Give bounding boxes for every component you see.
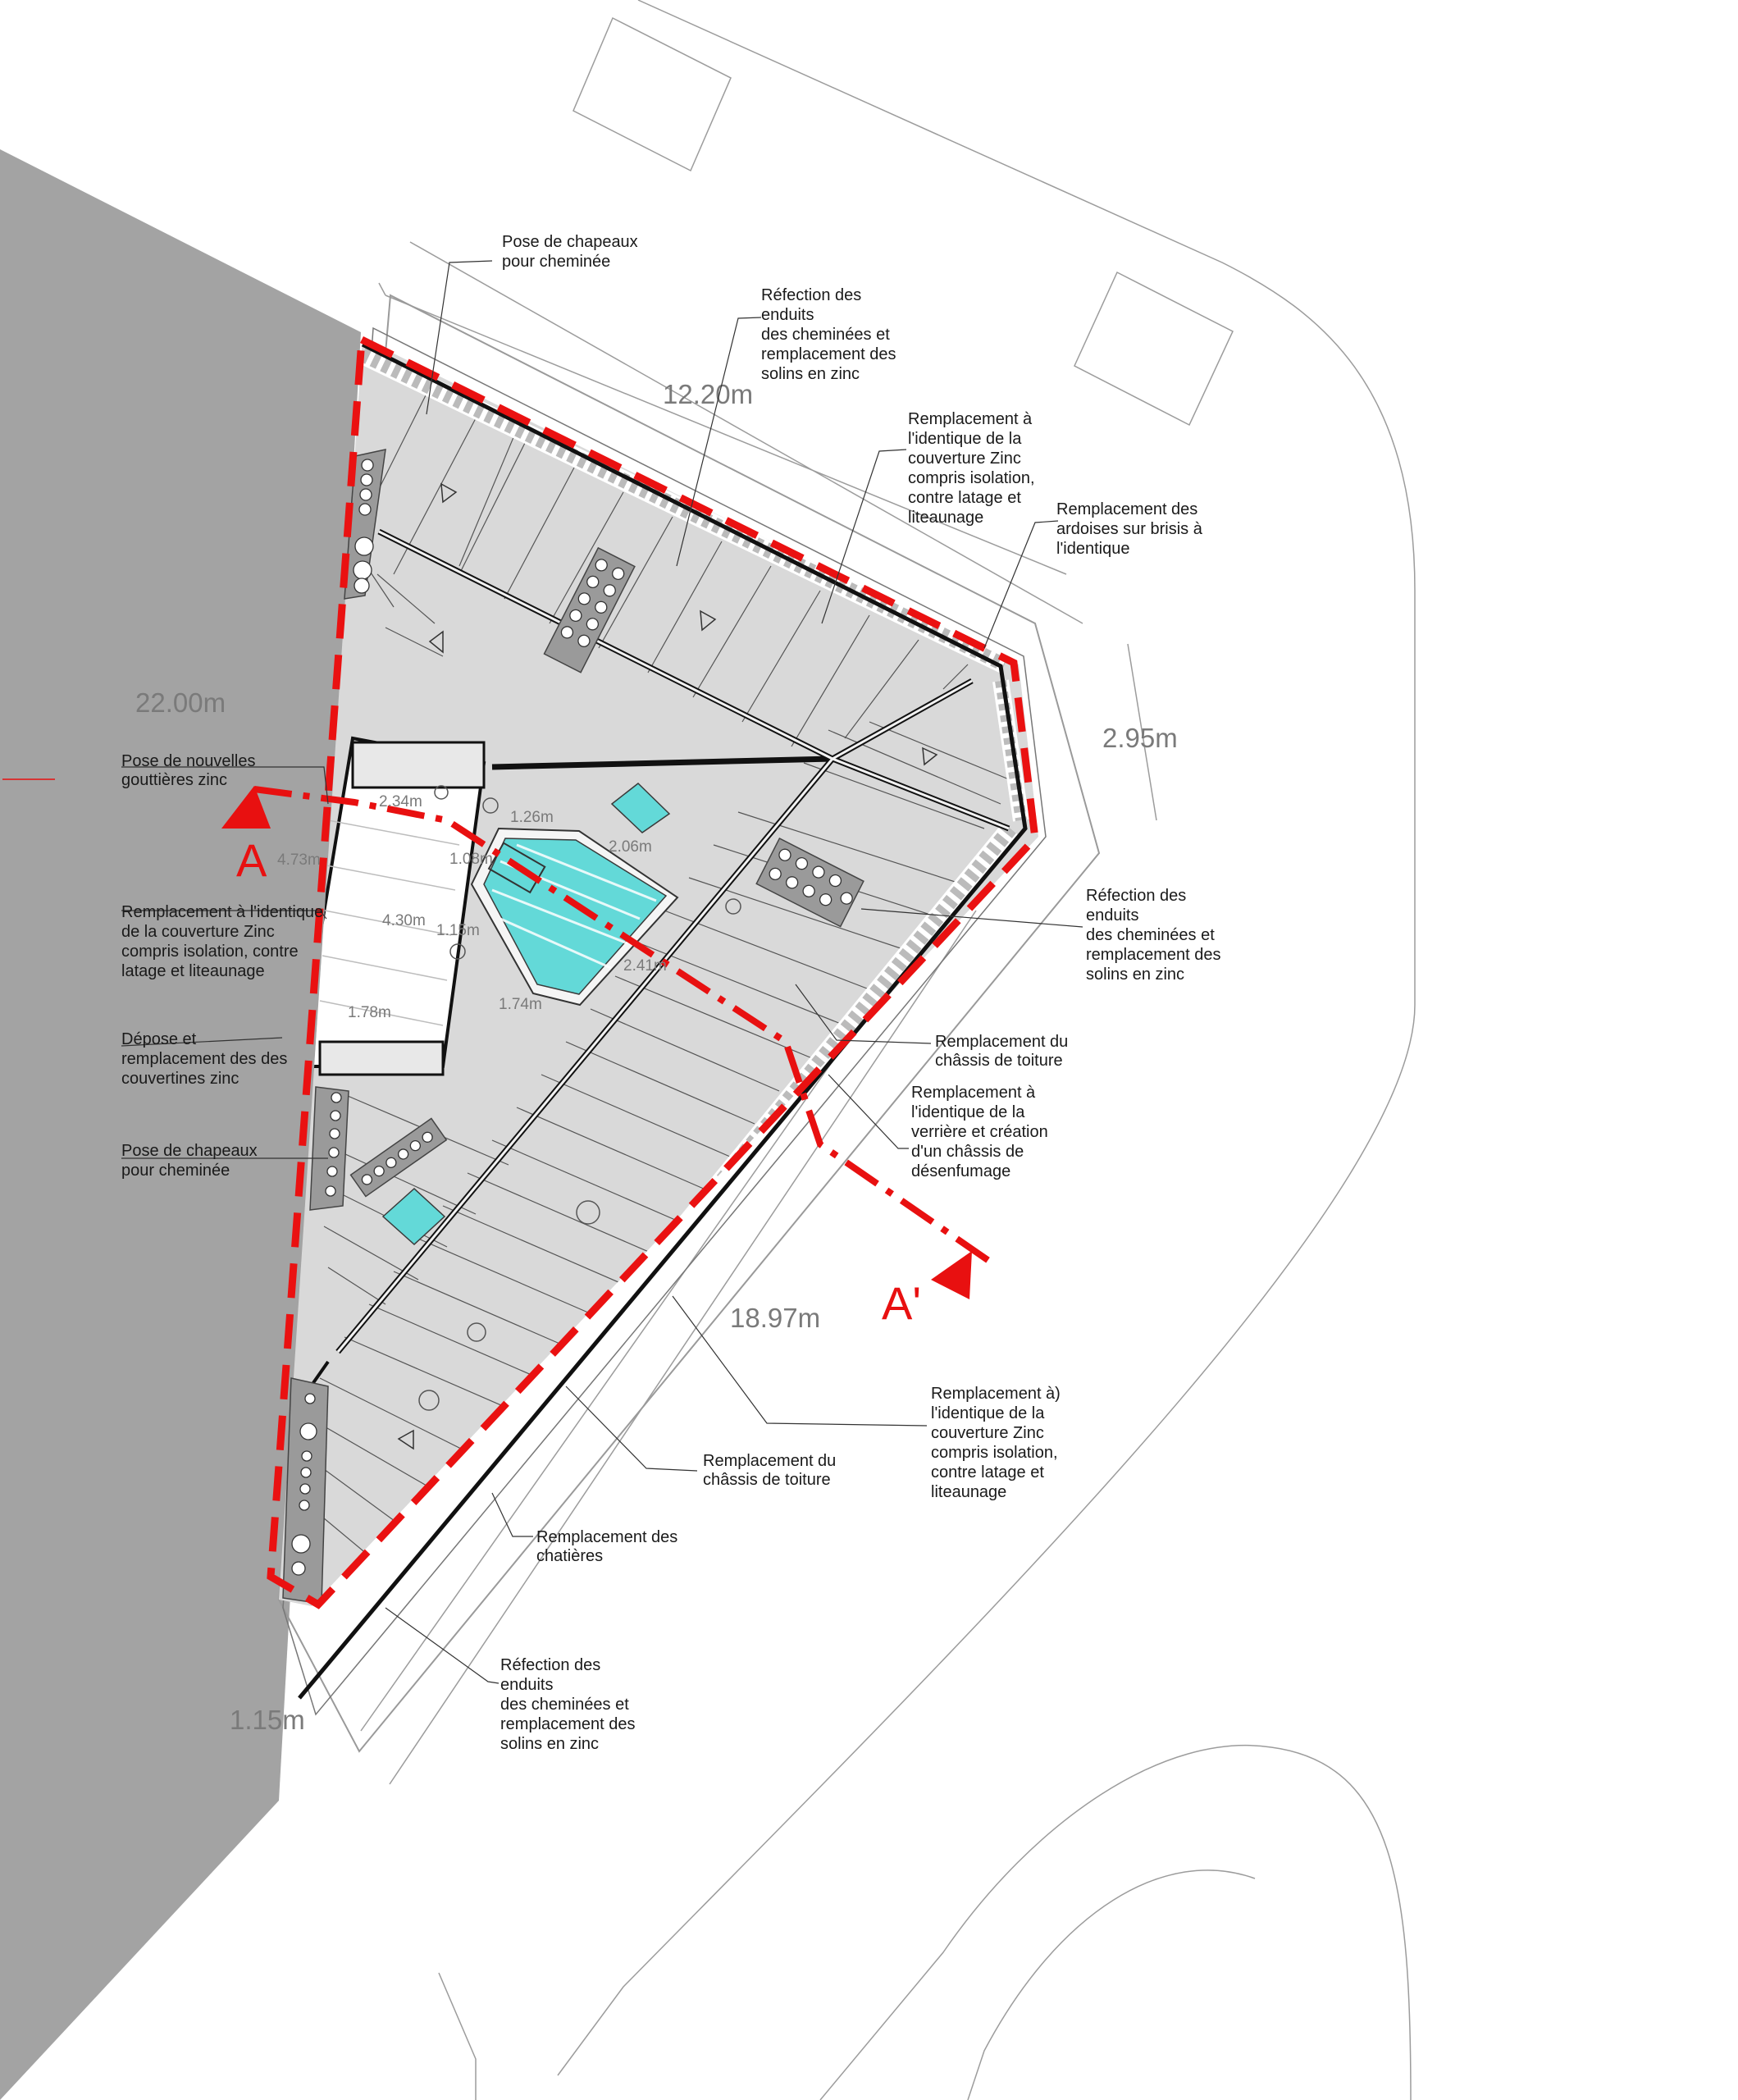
dim-top: 12.20m: [663, 379, 753, 409]
chimney-group-4: [309, 1086, 349, 1211]
skylight-small-2: [381, 1187, 446, 1246]
dimension-labels: 12.20m 22.00m 2.95m 18.97m 1.15m 2.34m 4…: [135, 379, 1178, 1735]
annotations: Pose de chapeaux pour cheminée Réfection…: [121, 233, 1225, 1753]
dim-skylight-side: 1.08m: [449, 851, 493, 868]
note-chapeaux-top: Pose de chapeaux pour cheminée: [502, 233, 642, 271]
dim-skylight-top: 1.26m: [510, 809, 554, 826]
note-ardoises: Remplacement des ardoises sur brisis à l…: [1056, 500, 1207, 558]
dim-terrace-height: 4.73m: [277, 851, 321, 869]
site-square-1: [572, 16, 732, 172]
note-chapeaux-left: Pose de chapeaux pour cheminée: [121, 1142, 262, 1180]
chimney-group-1: [344, 449, 386, 600]
street-edge-top: [557, 0, 1416, 2076]
chimneys: [282, 449, 864, 1605]
dim-terrace-width: 2.34m: [379, 793, 422, 810]
note-gouttieres: Pose de nouvelles gouttières zinc: [121, 752, 260, 789]
roof-ridges: [298, 342, 1028, 1700]
chimney-group-3: [755, 838, 864, 928]
round-vents: [418, 785, 741, 1411]
dim-right: 2.95m: [1102, 723, 1178, 753]
slope-arrows: [397, 482, 938, 1450]
note-zinc-bottom: Remplacement à) l'identique de la couver…: [931, 1385, 1065, 1501]
site-square-2: [1074, 271, 1234, 427]
street-edge-low: [967, 1869, 1256, 2100]
section-label-a-prime: A': [882, 1277, 921, 1329]
dim-terrace-low: 1.78m: [348, 1004, 391, 1021]
note-verriere: Remplacement à l'identique de la verrièr…: [911, 1084, 1052, 1180]
section-label-a: A: [236, 834, 267, 886]
note-zinc-top: Remplacement à l'identique de la couvert…: [908, 410, 1039, 527]
note-chassis-right: Remplacement du châssis de toiture: [935, 1033, 1073, 1070]
dim-bottom: 18.97m: [730, 1303, 820, 1333]
dim-corner: 1.15m: [230, 1705, 305, 1735]
note-enduits-right: Réfection des enduits des cheminées et r…: [1086, 887, 1225, 984]
dim-skylight-length: 2.41m: [623, 957, 667, 975]
dim-terrace-mid: 4.30m: [382, 912, 426, 929]
dim-skylight-inner: 1.15m: [436, 922, 480, 939]
note-couvertines: Dépose et remplacement des des couvertin…: [121, 1030, 292, 1088]
dim-small-skylight: 2.06m: [609, 838, 652, 856]
kerb-left: [438, 1972, 477, 2100]
neighbour-building: [0, 149, 361, 2100]
dim-left: 22.00m: [135, 687, 226, 718]
section-arrow-a-prime: [931, 1251, 972, 1299]
section-line: A A': [221, 786, 995, 1329]
leader-lines: [121, 260, 1083, 1684]
note-enduits-bottom: Réfection des enduits des cheminées et r…: [500, 1656, 640, 1753]
note-zinc-left: Remplacement à l'identique de la couvert…: [121, 903, 328, 980]
round-corner: [819, 1744, 1412, 2100]
site-boundary: [267, 333, 1039, 1609]
chimney-group-2: [543, 546, 636, 673]
dim-skylight-low: 1.74m: [499, 996, 542, 1013]
section-arrow-a: [221, 786, 271, 829]
chimney-group-5: [349, 1117, 448, 1198]
note-enduits-top: Réfection des enduits des cheminées et r…: [761, 286, 901, 383]
note-chatieres: Remplacement des chatières: [536, 1528, 682, 1565]
chimney-group-6: [282, 1377, 329, 1605]
skylight-small-1: [610, 783, 671, 833]
note-chassis-bottom: Remplacement du châssis de toiture: [703, 1452, 841, 1489]
